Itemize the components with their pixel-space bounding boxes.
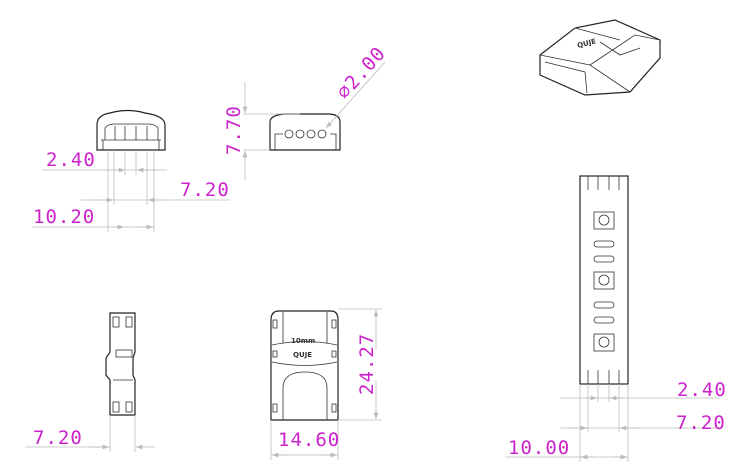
dim-strip-inner-width: 7.20: [676, 412, 726, 434]
side-view: 7.20: [25, 312, 155, 452]
dim-top-width: 14.60: [278, 429, 340, 451]
dim-hole-diameter: ⌀2.00: [332, 42, 390, 103]
dim-height: 7.70: [223, 105, 245, 155]
top-view: 10mm QUJE 24.27 14.60: [270, 308, 382, 460]
dim-strip-width: 10.00: [508, 437, 570, 459]
dim-inner-width: 7.20: [180, 179, 230, 201]
front-view: 2.40 7.20 10.20: [32, 109, 230, 232]
end-view: 7.70 ⌀2.00: [223, 42, 390, 180]
dim-outer-width: 10.20: [33, 206, 95, 228]
dim-pitch: 2.40: [46, 149, 96, 171]
led-strip-view: 2.40 7.20 10.00: [505, 175, 727, 462]
isometric-view: QUJE: [539, 19, 661, 96]
top-brand-label: QUJE: [293, 351, 312, 359]
top-size-label: 10mm: [291, 337, 315, 345]
dim-side-width: 7.20: [33, 427, 83, 449]
dim-strip-pitch: 2.40: [677, 379, 727, 401]
dim-top-length: 24.27: [356, 333, 378, 395]
